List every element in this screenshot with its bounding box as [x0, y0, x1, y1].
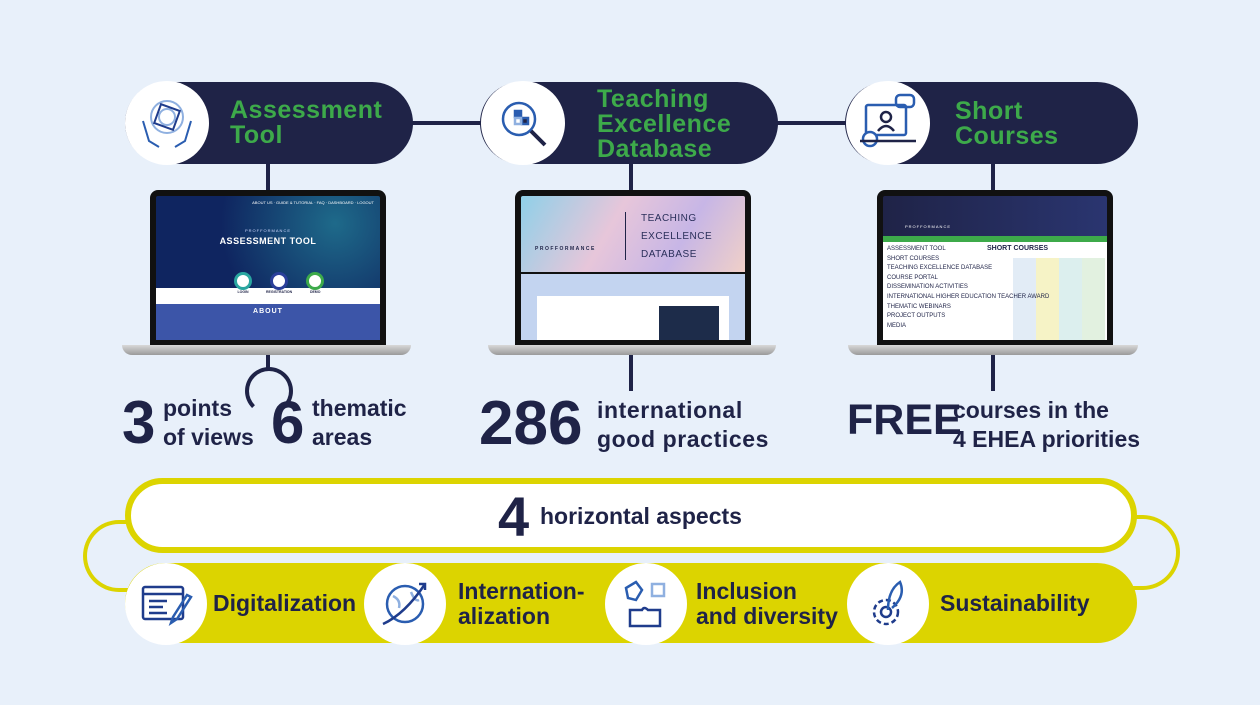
- sidebar-item: ASSESSMENT TOOL: [887, 246, 946, 252]
- puzzle-icon: [605, 563, 687, 645]
- screen-nav: ABOUT US · GUIDE & TUTORIAL · FAQ · DASH…: [252, 200, 374, 205]
- sidebar-item: SHORT COURSES: [887, 255, 940, 262]
- screen-login: LOGIN: [237, 290, 249, 294]
- screen-heading: ASSESSMENT TOOL: [219, 236, 317, 246]
- aspect-sustainability: Sustainability: [940, 590, 1090, 616]
- horizontal-aspects-banner: [125, 478, 1137, 553]
- sidebar-item: TEACHING EXCELLENCE DATABASE: [887, 265, 993, 272]
- sidebar-item: COURSE PORTAL: [887, 274, 938, 281]
- aspect-digitalization: Digitalization: [213, 590, 357, 616]
- stat-areas-number: 6: [271, 389, 305, 456]
- gear-leaf-icon: [847, 563, 929, 645]
- online-course-icon: [846, 81, 930, 165]
- sidebar-item: INTERNATIONAL HIGHER EDUCATION TEACHER A…: [887, 293, 1050, 300]
- laptop-base: [488, 345, 776, 355]
- sidebar-item: MEDIA: [887, 322, 907, 329]
- short-courses-screen: PROFFORMANCE SHORT COURSES ASSESSMENT TO…: [877, 190, 1113, 346]
- connector: [400, 121, 490, 125]
- screen-brand: PROFFORMANCE: [905, 224, 951, 229]
- sidebar-item: DISSEMINATION ACTIVITIES: [887, 284, 968, 291]
- screen-heading: SHORT COURSES: [987, 245, 1049, 252]
- laptop-base: [848, 345, 1138, 355]
- sidebar-item: THEMATIC WEBINARS: [887, 303, 951, 310]
- stat-practices-number: 286: [479, 389, 583, 458]
- teaching-excellence-screen: PROFFORMANCE TEACHING EXCELLENCE DATABAS…: [515, 190, 751, 346]
- stat-free: FREE: [847, 396, 962, 444]
- horizontal-label: horizontal aspects: [540, 503, 742, 529]
- laptop-base: [122, 345, 411, 355]
- screen-registration: REGISTRATION: [266, 290, 293, 294]
- sidebar-item: PROJECT OUTPUTS: [887, 313, 946, 320]
- connector: [991, 355, 995, 391]
- document-edit-icon: [125, 563, 207, 645]
- screen-brand: PROFFORMANCE: [535, 246, 596, 252]
- screen-heading-line: EXCELLENCE: [641, 231, 713, 242]
- hands-holding-cube-icon: [125, 81, 209, 165]
- globe-orbit-icon: [364, 563, 446, 645]
- aspect-internationalization: Internation-alization: [458, 578, 585, 629]
- database-search-icon: [481, 81, 565, 165]
- connector: [991, 164, 995, 192]
- screen-brand: PROFFORMANCE: [245, 228, 291, 233]
- connector: [266, 355, 270, 369]
- assessment-tool-screen: ABOUT US · GUIDE & TUTORIAL · FAQ · DASH…: [150, 190, 386, 346]
- horizontal-number: 4: [498, 485, 530, 548]
- connector: [629, 355, 633, 391]
- screen-section: ABOUT: [253, 308, 283, 315]
- screen-heading-line: TEACHING: [641, 213, 697, 224]
- connector: [629, 164, 633, 192]
- screen-heading-line: DATABASE: [641, 249, 697, 260]
- connector-arc: [245, 367, 293, 415]
- connector: [770, 121, 850, 125]
- stat-points-number: 3: [122, 389, 156, 456]
- connector: [266, 164, 270, 192]
- screen-demo: DEMO: [309, 290, 321, 294]
